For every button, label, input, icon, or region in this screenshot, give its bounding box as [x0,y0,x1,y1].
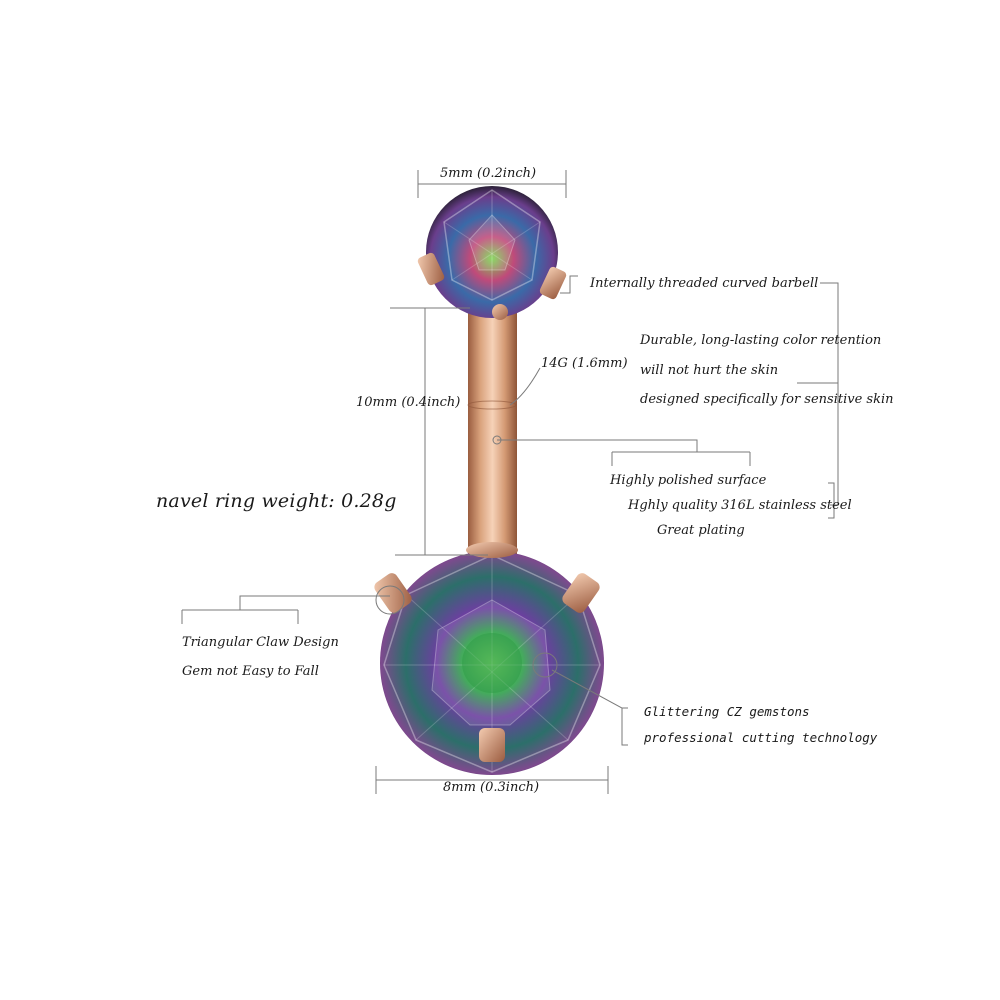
gem-feature-line-1: Glittering CZ gemstons [644,704,810,719]
dimension-lines [181,170,839,794]
color-feature-line-2: will not hurt the skin [640,363,779,378]
top-gem-width-label: 5mm (0.2inch) [440,166,537,181]
top-gem [417,186,567,320]
surface-feature-line-2: Hghly quality 316L stainless steel [628,498,852,513]
claw-feature-line-1: Triangular Claw Design [182,635,339,650]
bottom-gem [374,542,604,775]
barbell-bar [468,300,517,560]
barbell-feature-label: Internally threaded curved barbell [590,276,819,291]
surface-feature-line-1: Highly polished surface [610,473,767,488]
color-feature-line-1: Durable, long-lasting color retention [640,333,882,348]
gauge-label: 14G (1.6mm) [541,356,628,371]
color-feature-line-3: designed specifically for sensitive skin [640,392,894,407]
bar-length-label: 10mm (0.4inch) [356,395,461,410]
surface-feature-line-3: Great plating [657,523,745,538]
bottom-gem-width-label: 8mm (0.3inch) [443,780,540,795]
claw-feature-line-2: Gem not Easy to Fall [182,664,319,679]
gem-feature-line-2: professional cutting technology [644,730,878,745]
weight-label: navel ring weight: 0.28g [156,490,397,512]
